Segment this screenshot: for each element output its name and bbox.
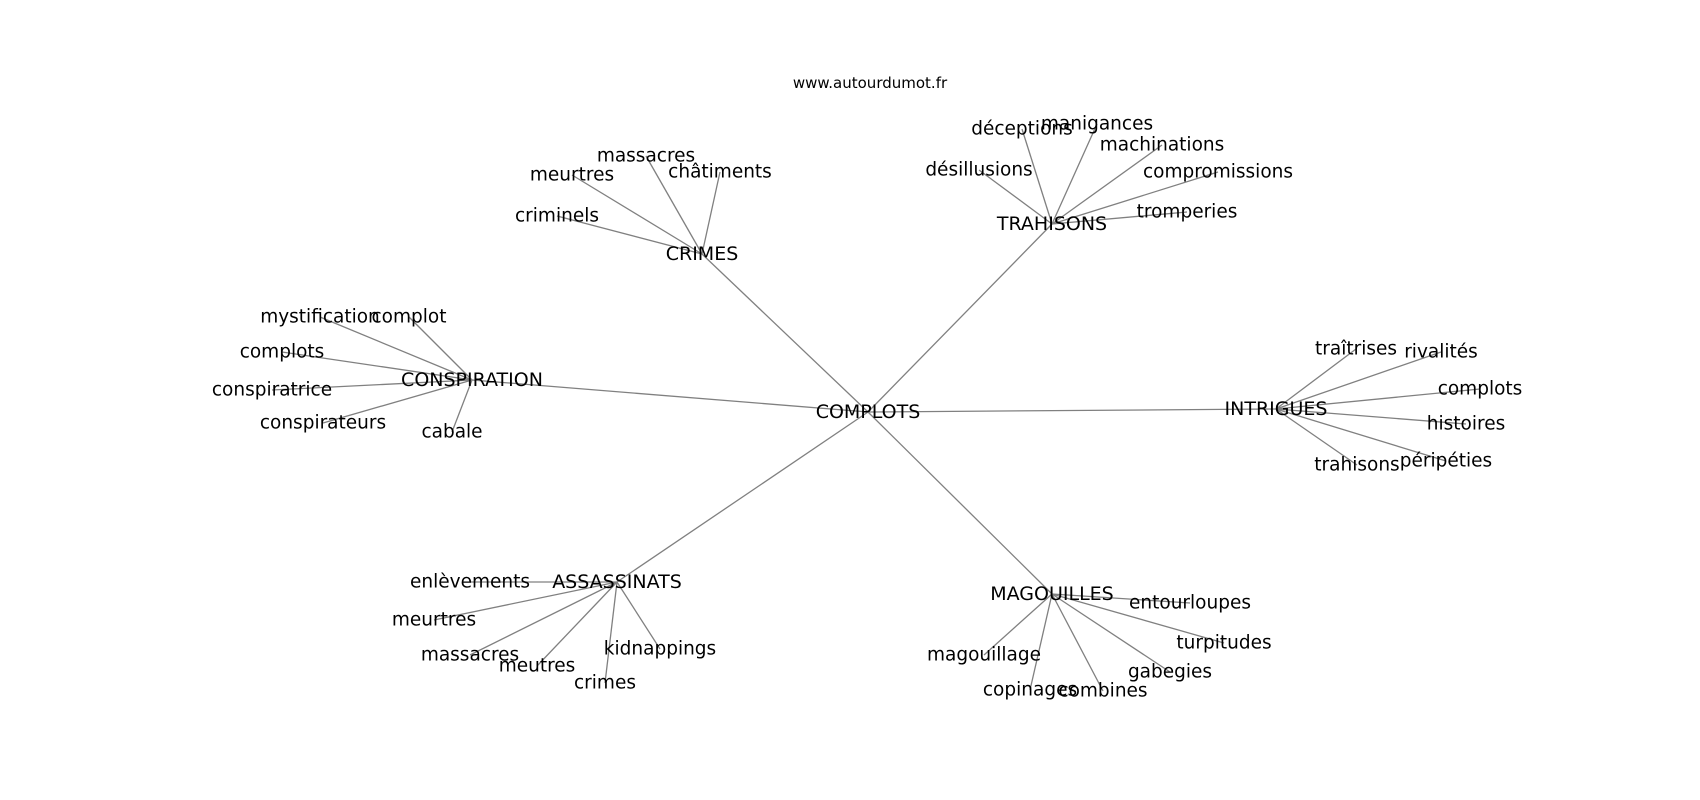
leaf-node-trahisons-0: déceptions [971,119,1073,140]
leaf-node-trahisons-1: manigances [1041,114,1153,135]
leaf-node-conspiration-5: cabale [421,422,482,443]
edge-conspiration-leaf-0 [319,316,473,381]
edge-assassinats-leaf-5 [604,581,618,684]
leaf-node-intrigues-5: péripéties [1400,451,1492,472]
leaf-node-conspiration-3: conspiratrice [212,380,332,401]
edge-intrigues-leaf-3 [1275,408,1467,425]
edge-assassinats-leaf-1 [433,581,618,621]
edge-center-intrigues [867,408,1277,413]
edge-conspiration-leaf-3 [271,379,473,391]
leaf-node-conspiration-2: complots [240,342,325,363]
edge-conspiration-leaf-1 [408,316,473,381]
leaf-node-intrigues-1: rivalités [1404,342,1478,363]
edge-crimes-leaf-0 [645,155,703,255]
edge-assassinats-leaf-2 [469,581,618,656]
leaf-node-magouilles-0: entourloupes [1129,593,1251,614]
leaf-node-crimes-2: châtiments [668,162,772,183]
edge-center-magouilles [867,411,1053,595]
leaf-node-magouilles-4: copinages [983,680,1077,701]
site-label: www.autourdumot.fr [793,74,948,92]
leaf-node-magouilles-2: magouillage [927,645,1041,666]
edge-center-trahisons [867,223,1053,413]
leaf-node-trahisons-5: tromperies [1137,202,1238,223]
leaf-node-conspiration-4: conspirateurs [260,413,386,434]
leaf-node-trahisons-4: compromissions [1143,162,1293,183]
hub-node-assassinats: ASSASSINATS [552,571,682,593]
leaf-node-intrigues-2: complots [1438,379,1523,400]
leaf-node-intrigues-0: traîtrises [1315,339,1397,360]
hub-node-crimes: CRIMES [666,243,739,265]
hub-node-magouilles: MAGOUILLES [990,583,1113,605]
edge-center-assassinats [616,411,869,583]
edge-trahisons-leaf-4 [1051,171,1219,225]
edge-trahisons-leaf-3 [978,169,1053,225]
leaf-node-intrigues-3: histoires [1427,414,1505,435]
graph-edges [271,123,1481,692]
leaf-node-crimes-3: criminels [515,206,599,227]
edge-trahisons-leaf-5 [1051,211,1188,225]
leaf-node-magouilles-3: gabegies [1128,662,1212,683]
edge-intrigues-leaf-2 [1275,388,1481,410]
edge-intrigues-leaf-0 [1275,348,1357,410]
edge-magouilles-leaf-5 [1051,593,1104,692]
edge-intrigues-leaf-4 [1275,408,1358,466]
edge-magouilles-leaf-2 [983,593,1053,656]
edge-crimes-leaf-2 [701,171,721,255]
leaf-node-trahisons-3: désillusions [925,160,1032,181]
hub-node-intrigues: INTRIGUES [1225,398,1328,420]
edge-magouilles-leaf-3 [1051,593,1171,673]
edge-assassinats-leaf-3 [536,581,618,667]
edge-magouilles-leaf-1 [1051,593,1225,644]
edge-center-conspiration [471,379,869,413]
hub-node-conspiration: CONSPIRATION [401,369,543,391]
leaf-node-assassinats-1: meurtres [392,610,476,631]
center-node-label: COMPLOTS [816,401,921,423]
graph-labels: www.autourdumot.fr COMPLOTS CRIMES massacr… [212,74,1522,702]
edge-center-crimes [701,253,869,413]
edge-conspiration-leaf-5 [451,379,473,433]
edge-trahisons-leaf-0 [1021,128,1053,225]
edge-magouilles-leaf-4 [1029,593,1053,691]
leaf-node-trahisons-2: machinations [1100,135,1225,156]
hub-node-trahisons: TRAHISONS [996,213,1107,235]
edge-intrigues-leaf-5 [1275,408,1447,462]
leaf-node-intrigues-4: trahisons [1314,455,1399,476]
leaf-node-assassinats-5: crimes [574,673,636,694]
leaf-node-assassinats-2: massacres [421,645,519,666]
edge-conspiration-leaf-2 [281,351,473,381]
edge-crimes-leaf-1 [571,174,703,255]
leaf-node-conspiration-1: complot [372,307,447,328]
edge-crimes-leaf-3 [556,215,703,255]
edge-intrigues-leaf-1 [1275,351,1442,410]
leaf-node-assassinats-0: enlèvements [410,572,530,593]
leaf-node-magouilles-5: combines [1058,681,1147,702]
edge-trahisons-leaf-2 [1051,144,1163,225]
leaf-node-crimes-0: massacres [597,146,695,167]
leaf-node-assassinats-3: meutres [499,656,576,677]
edge-assassinats-leaf-4 [616,581,661,650]
leaf-node-conspiration-0: mystification [260,307,380,328]
edge-trahisons-leaf-1 [1051,123,1098,225]
edge-magouilles-leaf-0 [1051,593,1191,604]
edge-conspiration-leaf-4 [322,379,473,424]
leaf-node-assassinats-4: kidnappings [604,639,716,660]
leaf-node-crimes-1: meurtres [530,165,614,186]
leaf-node-magouilles-1: turpitudes [1176,633,1271,654]
